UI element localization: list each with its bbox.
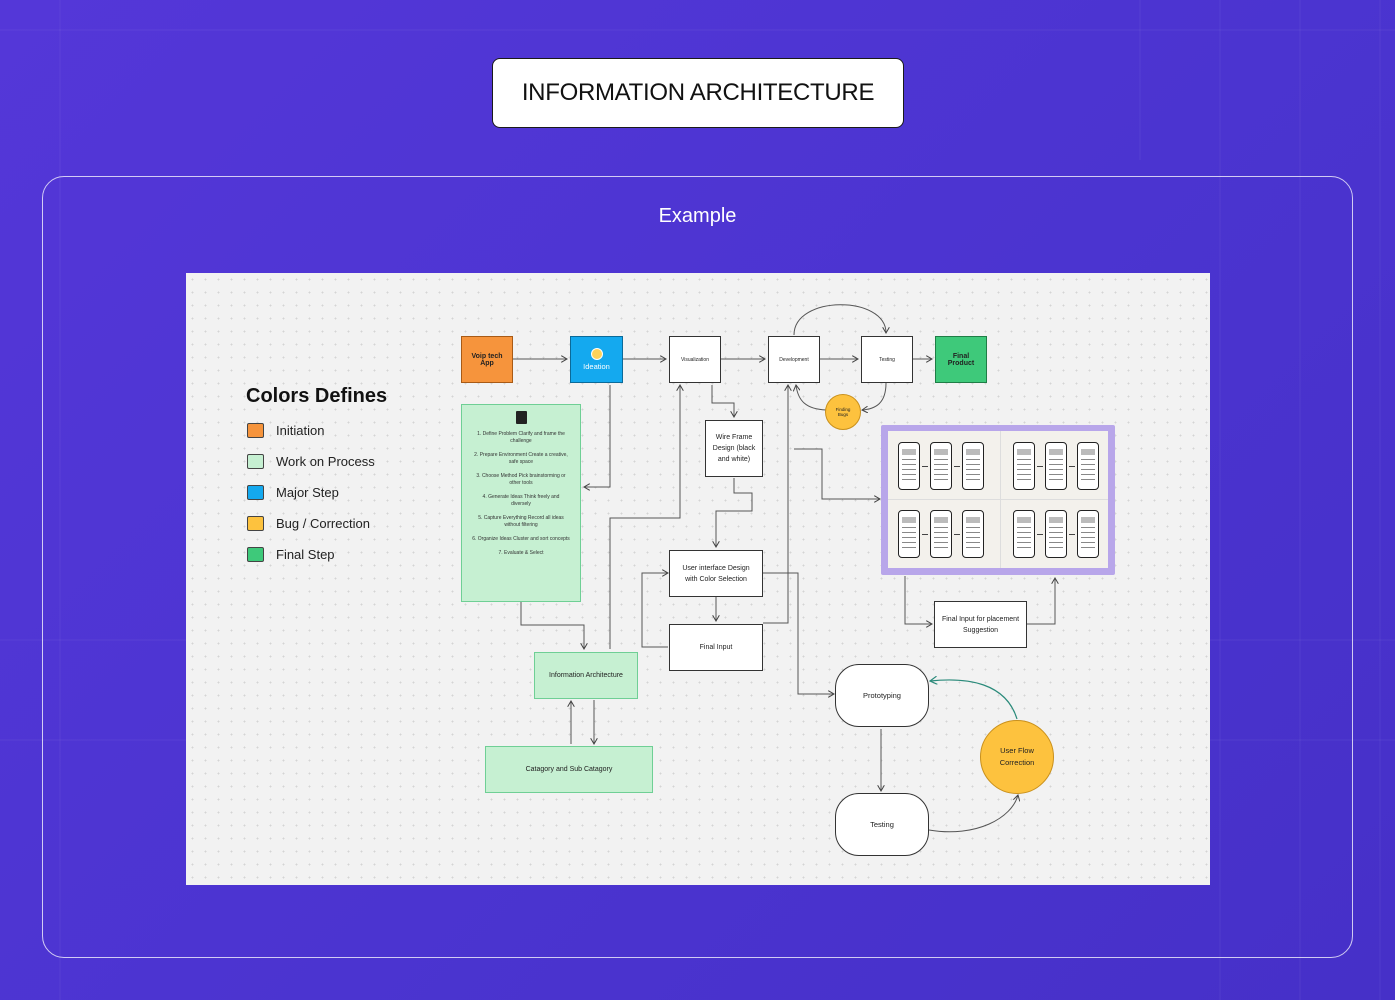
node-information-architecture: Information Architecture [534,652,638,699]
node-final-input-placement: Final Input for placement Suggestion [934,601,1027,648]
node-prototyping: Prototyping [835,664,929,727]
legend-label: Bug / Correction [276,516,370,531]
example-panel [42,176,1353,958]
legend-item-work-on-process: Work on Process [247,454,375,469]
legend-label: Initiation [276,423,325,438]
ideation-step: 5. Capture Everything Record all ideas w… [478,515,564,528]
node-testing-bottom: Testing [835,793,929,856]
legend-item-initiation: Initiation [247,423,324,438]
legend-label: Work on Process [276,454,375,469]
node-final-input: Final Input [669,624,763,671]
node-category-subcategory: Catagory and Sub Catagory [485,746,653,793]
flow-diagram-board: Colors Defines Initiation Work on Proces… [186,273,1210,885]
wireframe-phone [930,510,952,558]
clipboard-icon [515,411,527,424]
legend-label: Final Step [276,547,335,562]
page-title: INFORMATION ARCHITECTURE [492,58,904,128]
ideation-step: 4. Generate Ideas Think freely and diver… [482,494,560,507]
node-ideation: Ideation [570,336,623,383]
wireframe-phone [898,510,920,558]
example-label: Example [658,205,737,227]
legend-item-major-step: Major Step [247,485,339,500]
wireframe-phone [1045,442,1067,490]
node-visualization: Visualization [669,336,721,383]
bulb-icon [590,348,603,360]
wireframe-phone [1077,442,1099,490]
wireframe-phone [1013,510,1035,558]
node-ideation-label: Ideation [583,362,610,371]
wireframe-phone [962,510,984,558]
wireframe-screens-frame [881,425,1115,575]
connector-lines [513,304,1210,833]
wireframe-phone [1013,442,1035,490]
wireframe-phone [1077,510,1099,558]
legend-label: Major Step [276,485,339,500]
wireframe-screens-canvas [888,431,1108,568]
node-ui-design: User interface Design with Color Selecti… [669,550,763,597]
node-finding-bugs: Finding Bugs [825,394,861,430]
ideation-step: 2. Prepare Environment Create a creative… [474,452,568,465]
ideation-step: 3. Choose Method Pick brainstorming or o… [476,473,566,486]
legend-item-bug-correction: Bug / Correction [247,516,370,531]
wireframe-phone [962,442,984,490]
legend-swatch-major [247,485,264,500]
legend-item-final-step: Final Step [247,547,335,562]
ideation-step: 1. Define Problem Clarify and frame the … [477,431,565,444]
node-testing-top: Testing [861,336,913,383]
wireframe-phone [1045,510,1067,558]
node-final-product: Final Product [935,336,987,383]
ideation-steps-card: 1. Define Problem Clarify and frame the … [461,404,581,602]
node-wireframe-design: Wire Frame Design (black and white) [705,420,763,477]
node-development: Development [768,336,820,383]
legend-swatch-process [247,454,264,469]
wireframe-phone [930,442,952,490]
legend-swatch-final [247,547,264,562]
legend-swatch-bug [247,516,264,531]
node-voip-app: Voip tech App [461,336,513,383]
ideation-step: 7. Evaluate & Select [498,550,544,556]
ideation-step: 6. Organize Ideas Cluster and sort conce… [472,536,570,542]
wireframe-phone [898,442,920,490]
legend-title: Colors Defines [246,385,388,407]
node-user-flow-correction: User Flow Correction [980,720,1054,794]
legend-swatch-initiation [247,423,264,438]
